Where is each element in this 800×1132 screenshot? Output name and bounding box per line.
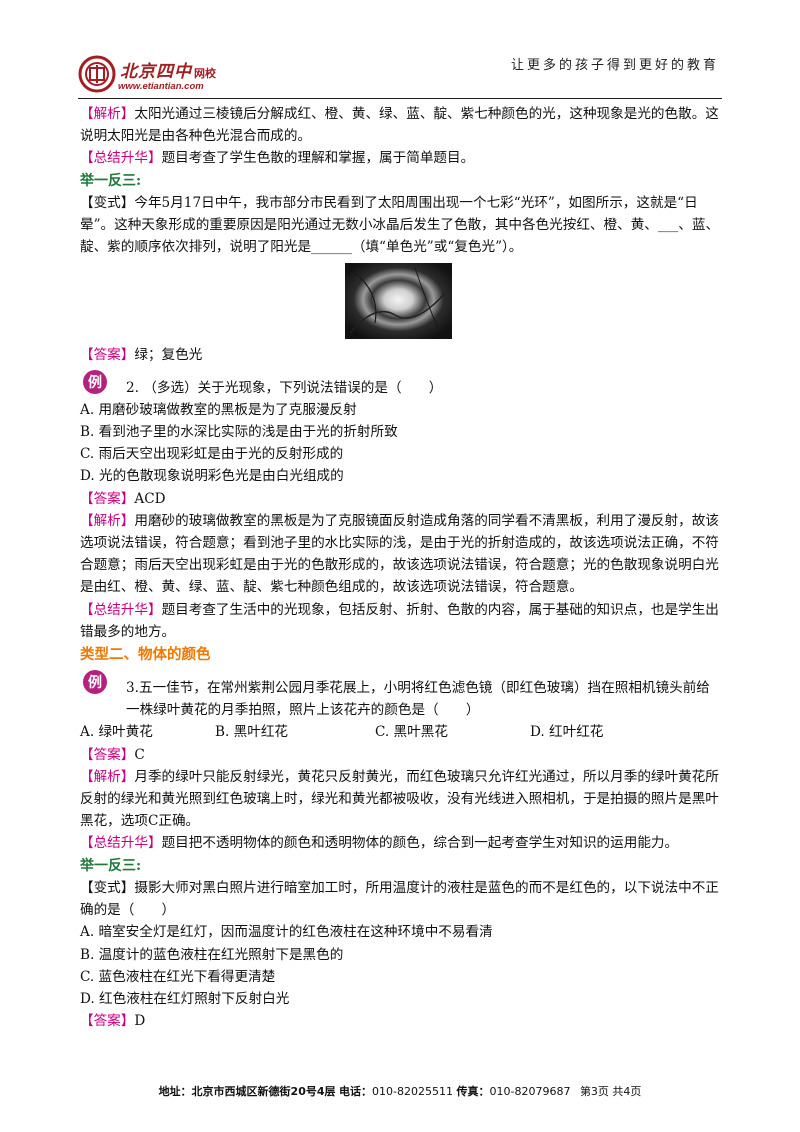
bs2-option-c: C. 蓝色液柱在红光下看得更清楚 (80, 968, 276, 985)
q2-summary: 【总结升华】题目考查了生活中的光现象，包括反射、折射、色散的内容，属于基础的知识… (80, 599, 722, 643)
answer-tag: 【答案】 (80, 1013, 135, 1030)
q3-answer: 【答案】C (80, 744, 722, 766)
footer-fax: 010-82079687 (489, 1085, 571, 1098)
answer-text: D (134, 1013, 146, 1030)
summary-text: 题目考查了学生色散的理解和掌握，属于简单题目。 (161, 150, 475, 167)
question-3-text: 3.五一佳节，在常州紫荆公园月季花展上，小明将红色滤色镜（即红色玻璃）挡在照相机… (126, 680, 710, 719)
svg-text:例: 例 (88, 374, 102, 391)
header-slogan: 让更多的孩子得到更好的教育 (510, 58, 719, 73)
summary-tag: 【总结升华】 (80, 601, 162, 618)
analysis-text: 用磨砂的玻璃做教室的黑板是为了克服镜面反射造成角落的同学看不清黑板，利用了漫反射… (80, 512, 719, 596)
summary-tag: 【总结升华】 (80, 835, 162, 852)
variant-answer: 【答案】绿；复色光 (80, 344, 722, 366)
header-divider (78, 98, 722, 99)
practice-heading: 举一反三: (80, 172, 142, 189)
analysis-text: 太阳光通过三棱镜后分解成红、橙、黄、绿、蓝、靛、紫七种颜色的光，这种现象是光的色… (80, 106, 719, 145)
q2-option-d: D. 光的色散现象说明彩色光是由白光组成的 (80, 468, 344, 485)
practice-heading: 举一反三: (80, 857, 142, 874)
q2-option-a: A. 用磨砂玻璃做教室的黑板是为了克服漫反射 (80, 401, 357, 418)
bs2-answer: 【答案】D (80, 1010, 722, 1032)
analysis-text: 月季的绿叶只能反射绿光，黄花只反射黄光，而红色玻璃只允许红光通过，所以月季的绿叶… (80, 768, 719, 830)
summary-text: 题目考查了生活中的光现象，包括反射、折射、色散的内容，属于基础的知识点，也是学生… (80, 601, 719, 640)
variant-question-2: 【变式】摄影大师对黑白照片进行暗室加工时，所用温度计的液柱是蓝色的而不是红色的，… (80, 879, 719, 919)
answer-text: 绿；复色光 (134, 347, 203, 364)
halo-photo (345, 263, 452, 340)
q3-option-d: D. 红叶红花 (530, 724, 604, 741)
summary-paragraph: 【总结升华】题目考查了学生色散的理解和掌握，属于简单题目。 (80, 147, 722, 169)
bs2-option-a: A. 暗室安全灯是红灯，因而温度计的红色液柱在这种环境中不易看清 (80, 924, 493, 941)
answer-tag: 【答案】 (80, 746, 135, 763)
question-2: 例 2. （多选）关于光现象，下列说法错误的是（ ） (80, 369, 722, 399)
answer-text: ACD (134, 490, 166, 507)
q3-summary: 【总结升华】题目把不透明物体的颜色和透明物体的颜色，综合到一起考查学生对知识的运… (80, 832, 722, 854)
logo: 北京四中网校 www.etiantian.com (78, 53, 278, 99)
footer-tel: 010-82025511 (372, 1085, 453, 1098)
q3-option-c: C. 黑叶黑花 (375, 724, 448, 741)
q3-option-b: B. 黑叶红花 (215, 724, 289, 741)
logo-url: www.etiantian.com (118, 81, 204, 92)
analysis-tag: 【解析】 (80, 768, 135, 785)
example-badge-icon: 例 (83, 670, 107, 695)
bs2-option-d: D. 红色液柱在红灯照射下反射白光 (80, 990, 290, 1007)
example-badge-icon: 例 (83, 369, 107, 394)
q2-option-b: B. 看到池子里的水深比实际的浅是由于光的折射所致 (80, 424, 398, 441)
analysis-paragraph: 【解析】太阳光通过三棱镜后分解成红、橙、黄、绿、蓝、靛、紫七种颜色的光，这种现象… (80, 103, 722, 147)
page-number: 第3页 共4页 (579, 1085, 642, 1098)
variant-question: 【变式】今年5月17日中午，我市部分市民看到了太阳周围出现一个七彩“光环”，如图… (80, 194, 720, 256)
summary-tag: 【总结升华】 (80, 150, 162, 167)
summary-text: 题目把不透明物体的颜色和透明物体的颜色，综合到一起考查学生对知识的运用能力。 (161, 835, 679, 852)
footer-tel-label: 电话： (339, 1085, 373, 1098)
bs2-option-b: B. 温度计的蓝色液柱在红光照射下是黑色的 (80, 946, 344, 963)
q2-analysis: 【解析】用磨砂的玻璃做教室的黑板是为了克服镜面反射造成角落的同学看不清黑板，利用… (80, 510, 722, 599)
footer-fax-label: 传真： (456, 1085, 490, 1098)
q2-option-c: C. 雨后天空出现彩虹是由于光的反射形成的 (80, 446, 344, 463)
answer-text: C (134, 746, 145, 763)
content: 【解析】太阳光通过三棱镜后分解成红、橙、黄、绿、蓝、靛、紫七种颜色的光，这种现象… (80, 103, 722, 1032)
q3-option-a: A. 绿叶黄花 (80, 724, 153, 741)
q3-analysis: 【解析】月季的绿叶只能反射绿光，黄花只反射黄光，而红色玻璃只允许红光通过，所以月… (80, 766, 722, 833)
answer-tag: 【答案】 (80, 347, 135, 364)
logo-emblem-icon (78, 55, 116, 93)
question-2-text: 2. （多选）关于光现象，下列说法错误的是（ ） (126, 379, 443, 396)
q2-answer: 【答案】ACD (80, 488, 722, 510)
analysis-tag: 【解析】 (80, 106, 135, 122)
svg-text:例: 例 (88, 674, 102, 691)
answer-tag: 【答案】 (80, 490, 135, 507)
footer-address: 地址：北京市西城区新德街20号4层 (158, 1085, 336, 1098)
analysis-tag: 【解析】 (80, 512, 135, 529)
question-3: 例 3.五一佳节，在常州紫荆公园月季花展上，小明将红色滤色镜（即红色玻璃）挡在照… (80, 670, 722, 721)
q3-options: A. 绿叶黄花 B. 黑叶红花 C. 黑叶黑花 D. 红叶红花 (80, 721, 722, 743)
section-heading: 类型二、物体的颜色 (80, 646, 211, 664)
logo-text: 北京四中网校 (120, 62, 216, 82)
page-footer: 地址：北京市西城区新德街20号4层 电话：010-82025511 传真：010… (0, 1083, 800, 1099)
